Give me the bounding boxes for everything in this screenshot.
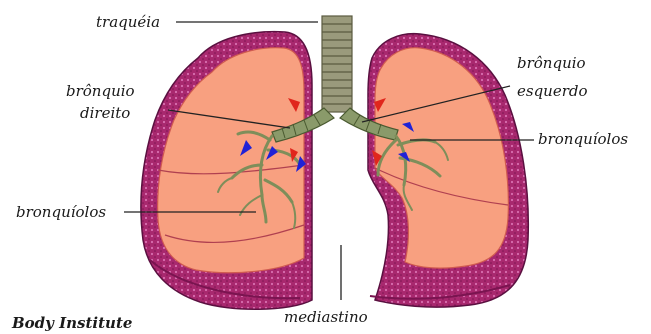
- label-right-bronchus-line1: brônquio: [66, 82, 135, 100]
- brand-logo-text: Body Institute: [11, 314, 132, 332]
- labels: traquéia brônquio direito brônquio esque…: [11, 13, 628, 332]
- label-bronchioles-right: bronquíolos: [16, 203, 106, 221]
- label-trachea: traquéia: [96, 13, 160, 31]
- label-bronchioles-left: bronquíolos: [538, 130, 628, 148]
- label-left-bronchus-line2: esquerdo: [517, 82, 588, 100]
- label-left-bronchus-line1: brônquio: [517, 54, 586, 72]
- left-lung: [368, 34, 528, 307]
- right-lung: [141, 32, 312, 310]
- trachea: [322, 16, 352, 112]
- label-right-bronchus-line2: direito: [80, 104, 130, 122]
- label-mediastinum: mediastino: [284, 308, 368, 326]
